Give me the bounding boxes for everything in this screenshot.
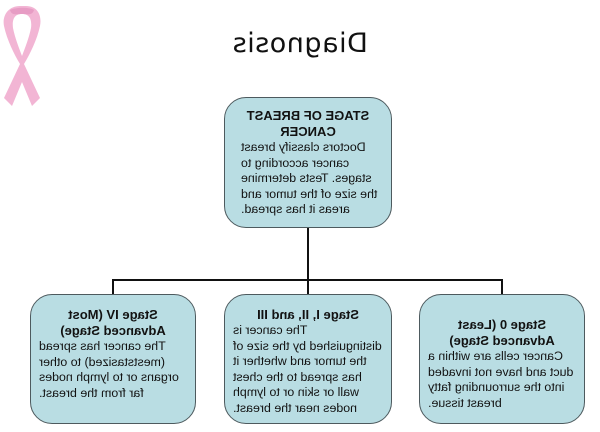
connector-left-drop (501, 279, 503, 295)
root-node-heading: STAGE OF BREAST CANCER (246, 108, 370, 139)
node-stage-4-heading: Stage IV (Most Advanced Stage) (60, 307, 166, 338)
connector-right-drop (112, 279, 114, 295)
connector-center-drop (307, 279, 309, 295)
pink-ribbon-icon (3, 6, 41, 106)
node-stage-1-2-3-body: The cancer is distinguished by the size … (233, 323, 382, 415)
node-stage-0: Stage 0 (Least Advanced Stage) Cancer ce… (419, 294, 585, 424)
root-node-body: Doctors classify breast cancer according… (241, 140, 378, 216)
page-title: Diagnosis (232, 28, 368, 59)
node-stage-0-heading: Stage 0 (Least Advanced Stage) (449, 317, 555, 348)
node-stage-0-body: Cancer cells are within a duct and have … (428, 349, 574, 410)
node-stage-4-body: The cancer has spread (meststasized) to … (39, 339, 179, 400)
root-node-stage-of-breast-cancer: STAGE OF BREAST CANCER Doctors classify … (224, 97, 392, 228)
node-stage-4: Stage IV (Most Advanced Stage) The cance… (30, 294, 196, 424)
node-stage-1-2-3: Stage I, II, and III The cancer is disti… (224, 294, 392, 424)
node-stage-1-2-3-heading: Stage I, II, and III (257, 307, 359, 322)
connector-root-vertical (307, 228, 309, 280)
